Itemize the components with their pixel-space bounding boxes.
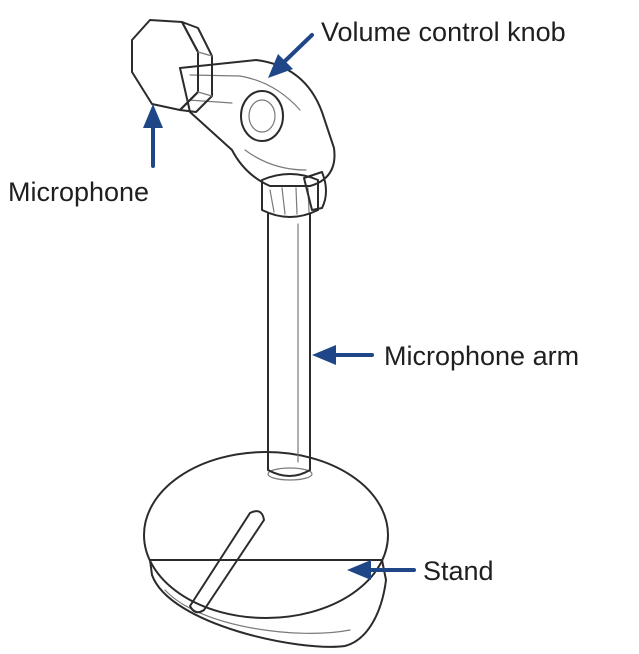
microphone-holder-illustration (261, 171, 327, 218)
label-microphone-arm: Microphone arm (384, 341, 579, 371)
arrow-stand (347, 560, 416, 580)
arrow-microphone (143, 104, 163, 168)
microphone-arm-illustration (267, 213, 311, 477)
stand-base-illustration (143, 451, 389, 648)
label-volume-control-knob: Volume control knob (321, 17, 566, 47)
arrow-microphone-arm (312, 345, 374, 365)
microphone-body-illustration (131, 19, 336, 187)
label-microphone: Microphone (8, 177, 149, 207)
label-stand: Stand (423, 556, 494, 586)
arrow-volume-knob (268, 33, 314, 78)
